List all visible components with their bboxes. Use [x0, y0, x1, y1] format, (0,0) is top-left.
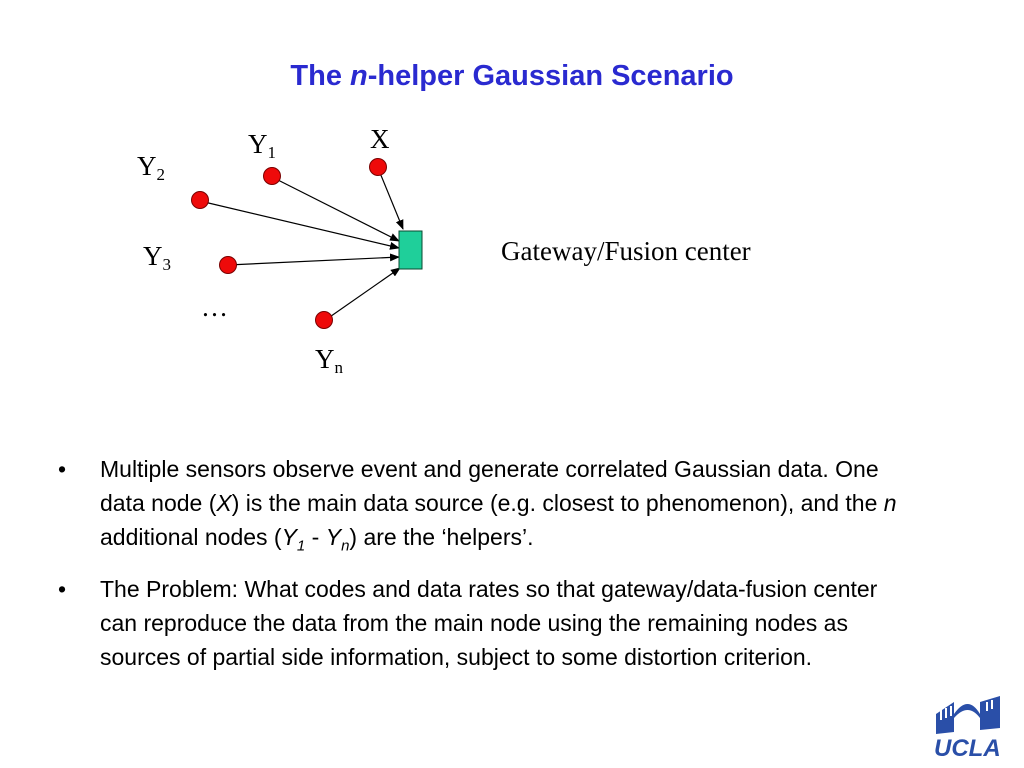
- edge-yn-to-gateway: [323, 267, 401, 322]
- bullet-text-segment: The Problem: What codes and data rates s…: [100, 575, 878, 670]
- bullet-text-segment: 1: [296, 537, 306, 555]
- bullet-list: • Multiple sensors observe event and gen…: [58, 452, 918, 682]
- bullet-item: • The Problem: What codes and data rates…: [58, 572, 918, 674]
- label-x: X: [370, 124, 390, 154]
- bullet-text-segment: -: [305, 524, 326, 550]
- bullet-marker: •: [58, 456, 67, 482]
- node-y1: [263, 167, 281, 185]
- bullet-text-segment: X: [216, 490, 232, 516]
- title-italic: n: [350, 60, 368, 92]
- bullet-text-segment: Multiple sensors observe event and gener…: [100, 456, 879, 516]
- bullet-text-segment: additional nodes (: [100, 524, 282, 550]
- bullet-text-segment: ) are the ‘helpers’.: [349, 524, 534, 550]
- bullet-text-segment: n: [341, 537, 350, 555]
- network-diagram: X Y1 Y2 Y3 Yn … Gateway/Fusion center: [137, 124, 751, 377]
- ucla-logo: UCLA: [934, 696, 1001, 760]
- bullet-marker: •: [58, 575, 67, 602]
- bullet-text: The Problem: What codes and data rates s…: [100, 572, 918, 674]
- title-prefix: The: [290, 60, 351, 92]
- bullet-text-segment: Y: [281, 524, 297, 550]
- ellipsis-label: …: [201, 292, 228, 322]
- gateway-label: Gateway/Fusion center: [501, 236, 751, 266]
- bullet-text-segment: n: [883, 490, 897, 516]
- bullet-text-segment: ) is the main data source (e.g. closest …: [231, 490, 884, 516]
- slide-title: The n-helper Gaussian Scenario: [0, 56, 1024, 96]
- bullet-item: • Multiple sensors observe event and gen…: [58, 452, 918, 564]
- label-yn: Yn: [315, 344, 344, 377]
- bullet-text-segment: Y: [325, 524, 342, 550]
- edge-x-to-gateway: [377, 167, 404, 230]
- node-y3: [219, 256, 237, 274]
- label-y2: Y2: [137, 151, 165, 184]
- node-yn: [315, 311, 333, 329]
- gateway-node: [398, 230, 423, 270]
- ucla-logo-text: UCLA: [934, 735, 1001, 760]
- bullet-text: Multiple sensors observe event and gener…: [100, 452, 918, 564]
- title-suffix: -helper Gaussian Scenario: [367, 60, 734, 92]
- edge-y2-to-gateway: [199, 200, 400, 250]
- node-x: [369, 158, 387, 176]
- edge-y3-to-gateway: [227, 253, 400, 266]
- label-y3: Y3: [143, 241, 171, 274]
- node-y2: [191, 191, 209, 209]
- edge-y1-to-gateway: [271, 176, 400, 242]
- label-y1: Y1: [248, 129, 276, 162]
